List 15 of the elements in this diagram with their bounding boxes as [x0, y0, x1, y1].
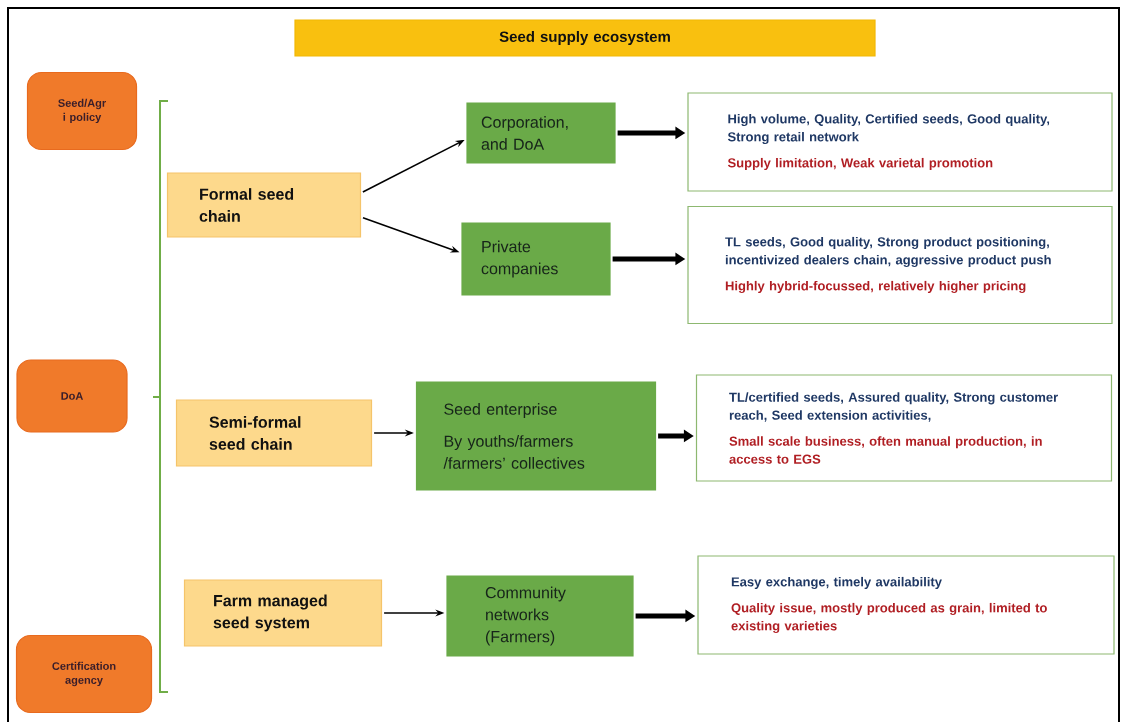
rounded-box: DoA — [16, 359, 128, 433]
actor-box: Seed enterprise By youths/farmers /farmers’ collectives — [415, 381, 657, 491]
attributes-box: Easy exchange, timely availability Quality issue, mostly produced as grain, limited to existing varieties — [697, 555, 1115, 655]
chain-box: Semi-formal seed chain — [175, 399, 373, 467]
attributes-box: High volume, Quality, Certified seeds, Good quality, Strong retail network Supply limitation, Weak varietal promotion — [687, 92, 1113, 192]
actor-box: Community networks (Farmers) — [446, 575, 634, 657]
chain-box: Farm managed seed system — [183, 579, 383, 647]
actor-box: Private companies — [461, 222, 611, 296]
attributes-box: TL seeds, Good quality, Strong product positioning, incentivized dealers chain, aggressive product push Highly hybrid-focussed, relatively higher pricing — [687, 205, 1113, 325]
actor-box: Corporation, and DoA — [466, 102, 616, 164]
title-bar: Seed supply ecosystem — [294, 19, 876, 57]
rounded-box: Certification agency — [15, 634, 153, 714]
chain-box: Formal seed chain — [166, 172, 362, 238]
attributes-box: TL/certified seeds, Assured quality, Strong customer reach, Seed extension activities, Small scale business, often manual production, in access to EGS — [695, 374, 1113, 482]
rounded-box: Seed/Agr i policy — [26, 71, 138, 151]
